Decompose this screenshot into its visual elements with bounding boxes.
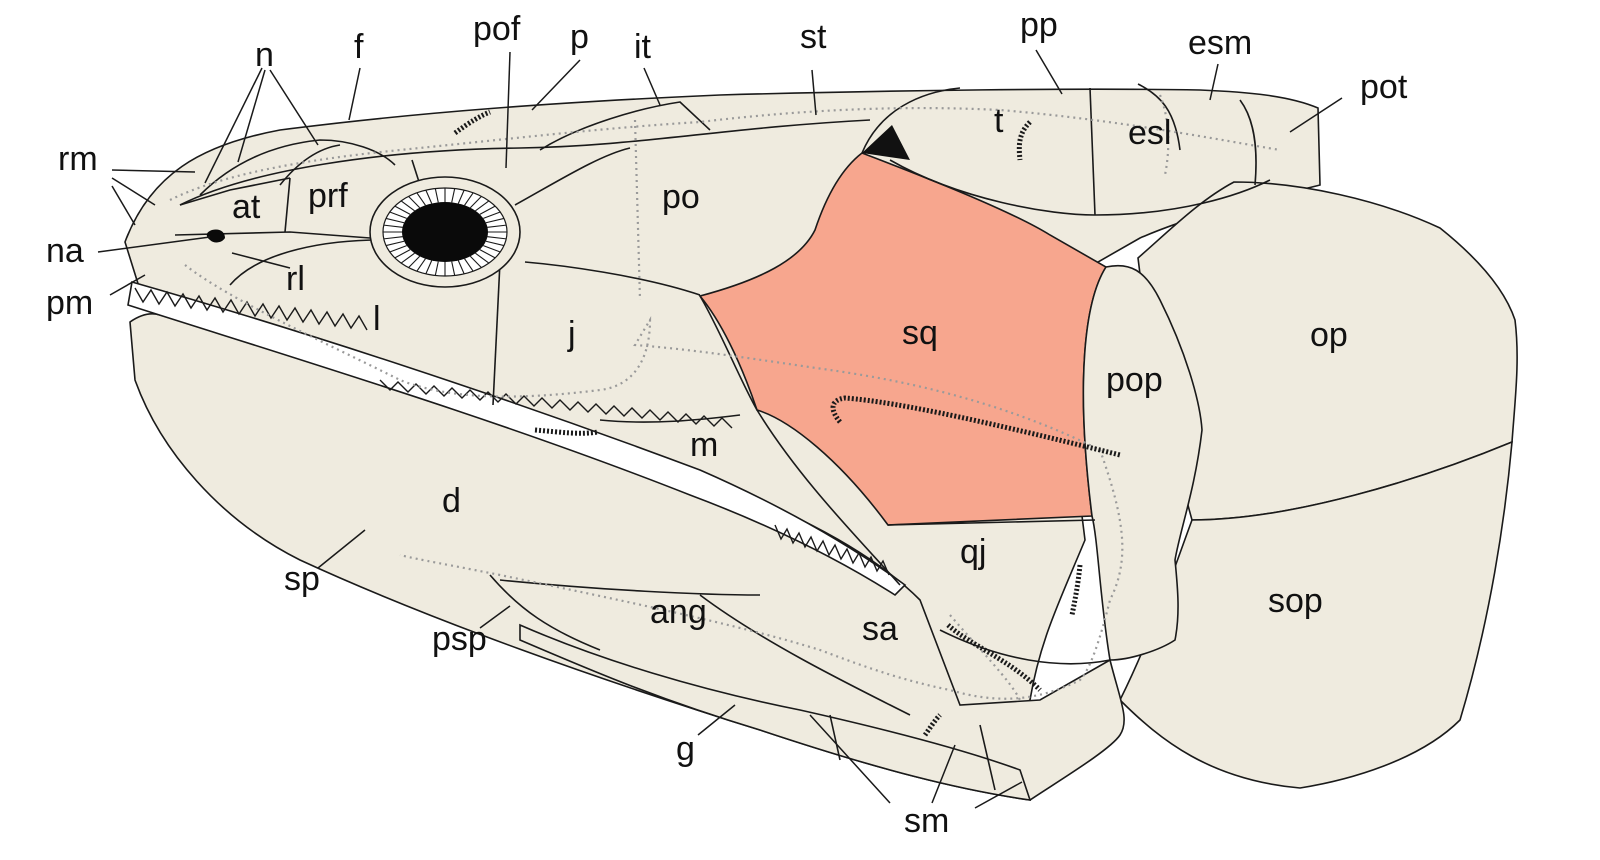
eye-ray xyxy=(464,258,474,272)
eye-ray xyxy=(479,205,496,215)
eye-ray xyxy=(479,249,496,259)
eye-ray xyxy=(400,200,415,212)
label-na: na xyxy=(46,232,84,270)
eye-ray xyxy=(457,260,465,275)
label-qj: qj xyxy=(960,533,986,571)
label-pp: pp xyxy=(1020,6,1058,44)
label-sa: sa xyxy=(862,610,898,648)
upper-teeth xyxy=(134,287,368,331)
eye-ray xyxy=(416,258,426,272)
label-pm: pm xyxy=(46,284,93,322)
eye-ray xyxy=(464,192,474,206)
squamosal-bone xyxy=(698,152,1108,526)
eye-ray xyxy=(400,252,415,264)
eye-ray xyxy=(394,205,411,215)
label-sop: sop xyxy=(1268,582,1323,620)
label-st: st xyxy=(800,18,827,56)
label-f: f xyxy=(354,28,364,66)
pit-lines xyxy=(453,109,1121,737)
label-j: j xyxy=(567,315,576,353)
subopercular-bone xyxy=(1119,440,1513,789)
preopercular-bone xyxy=(1082,264,1203,661)
lower-teeth xyxy=(379,379,733,429)
label-rm: rm xyxy=(58,140,98,178)
label-pot: pot xyxy=(1360,68,1408,106)
eye-ray xyxy=(408,255,421,268)
eye-ray xyxy=(383,236,403,240)
label-po: po xyxy=(662,178,700,216)
eye-ray xyxy=(485,217,505,224)
eye-ray xyxy=(469,196,482,209)
label-sq: sq xyxy=(902,314,938,352)
label-l: l xyxy=(373,300,381,338)
dark-triangle xyxy=(862,125,910,160)
eye-ray xyxy=(389,245,407,253)
sensory-canals xyxy=(169,94,1281,701)
eye-ray xyxy=(425,260,433,275)
leader-lines xyxy=(97,49,1343,809)
eye-ray xyxy=(434,188,439,203)
eye-ray xyxy=(434,261,439,276)
label-p: p xyxy=(570,18,589,56)
eye-ray xyxy=(475,200,490,212)
label-sm: sm xyxy=(904,802,949,840)
eye-ray xyxy=(475,252,490,264)
label-at: at xyxy=(232,188,261,226)
label-t: t xyxy=(994,102,1004,140)
jaw-teeth-row xyxy=(774,524,890,576)
eye-ray xyxy=(483,245,501,253)
label-pof: pof xyxy=(473,10,521,48)
eye-ray xyxy=(469,255,482,268)
label-rl: rl xyxy=(286,260,305,298)
eye-ray xyxy=(389,211,407,219)
eye-ray xyxy=(383,224,403,228)
label-prf: prf xyxy=(308,177,348,215)
eye-ray xyxy=(483,211,501,219)
eye-ray xyxy=(457,189,465,204)
labels: n f pof p it st pp esm pot rm na pm at p… xyxy=(46,6,1408,840)
label-esm: esm xyxy=(1188,24,1252,62)
eye-ray xyxy=(394,249,411,259)
eye-ray xyxy=(416,192,426,206)
label-ang: ang xyxy=(650,593,707,631)
orbit xyxy=(369,176,521,288)
label-d: d xyxy=(442,482,461,520)
eye-ray xyxy=(385,217,405,224)
upper-tooth-band xyxy=(127,280,907,597)
eye-ray xyxy=(487,236,507,240)
label-m: m xyxy=(690,426,718,464)
label-it: it xyxy=(634,28,652,66)
label-n: n xyxy=(255,36,274,74)
label-sp: sp xyxy=(284,560,320,598)
eye-ray xyxy=(425,189,433,204)
nostril xyxy=(206,229,225,243)
eye-ray xyxy=(485,240,505,247)
suture-lines xyxy=(174,83,1271,791)
label-g: g xyxy=(676,730,695,768)
gular-strip xyxy=(519,623,1032,801)
eye-ray xyxy=(487,224,507,228)
label-esl: esl xyxy=(1128,114,1171,152)
label-pop: pop xyxy=(1106,361,1163,399)
eye-ray xyxy=(408,196,421,209)
eye-ray xyxy=(451,188,456,203)
label-psp: psp xyxy=(432,620,487,658)
eye-ray xyxy=(451,261,456,276)
label-op: op xyxy=(1310,316,1348,354)
eye-ray xyxy=(385,240,405,247)
